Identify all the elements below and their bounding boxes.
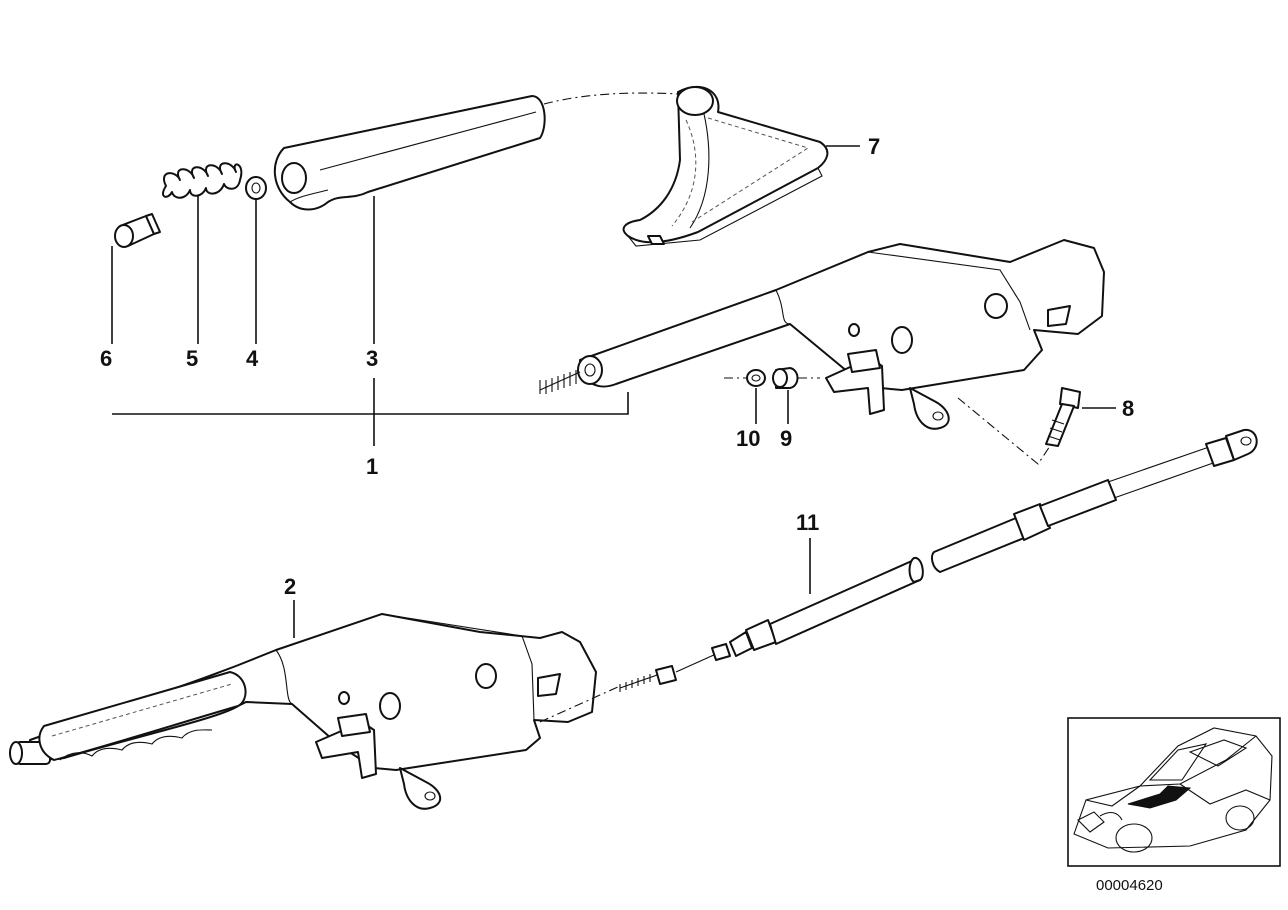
spring-part[interactable] [162, 162, 243, 199]
assembly-line-3-7 [543, 92, 679, 105]
lever-assembly-complete[interactable] [9, 613, 597, 810]
callout-4: 4 [246, 346, 259, 371]
reference-number: 00004620 [1096, 877, 1163, 894]
bracket-1 [112, 392, 629, 415]
callout-5: 5 [186, 346, 198, 371]
callout-9: 9 [780, 426, 792, 451]
bushing-part[interactable] [772, 367, 799, 389]
nut-part[interactable] [746, 369, 766, 387]
callout-11: 11 [796, 510, 819, 535]
car-outline-icon [1073, 727, 1273, 853]
handbrake-boot-part[interactable] [622, 85, 829, 247]
brake-cable-part[interactable] [619, 428, 1258, 692]
component-location-marker-icon [1127, 785, 1192, 809]
push-button-part[interactable] [114, 213, 161, 248]
assembly-line-8 [957, 397, 1051, 465]
lever-assembly-upper[interactable] [539, 239, 1105, 430]
callout-2: 2 [284, 574, 296, 599]
washer-part[interactable] [245, 176, 267, 200]
callout-1: 1 [366, 454, 378, 479]
vehicle-locator-thumbnail: 00004620 [1067, 717, 1281, 894]
callout-6: 6 [100, 346, 112, 371]
callout-7: 7 [868, 134, 880, 159]
callout-3: 3 [366, 346, 378, 371]
grip-part[interactable] [273, 95, 546, 211]
callout-8: 8 [1122, 396, 1134, 421]
assembly-line-2-11 [539, 685, 621, 723]
bolt-part[interactable] [1045, 387, 1081, 447]
callout-10: 10 [736, 426, 760, 451]
